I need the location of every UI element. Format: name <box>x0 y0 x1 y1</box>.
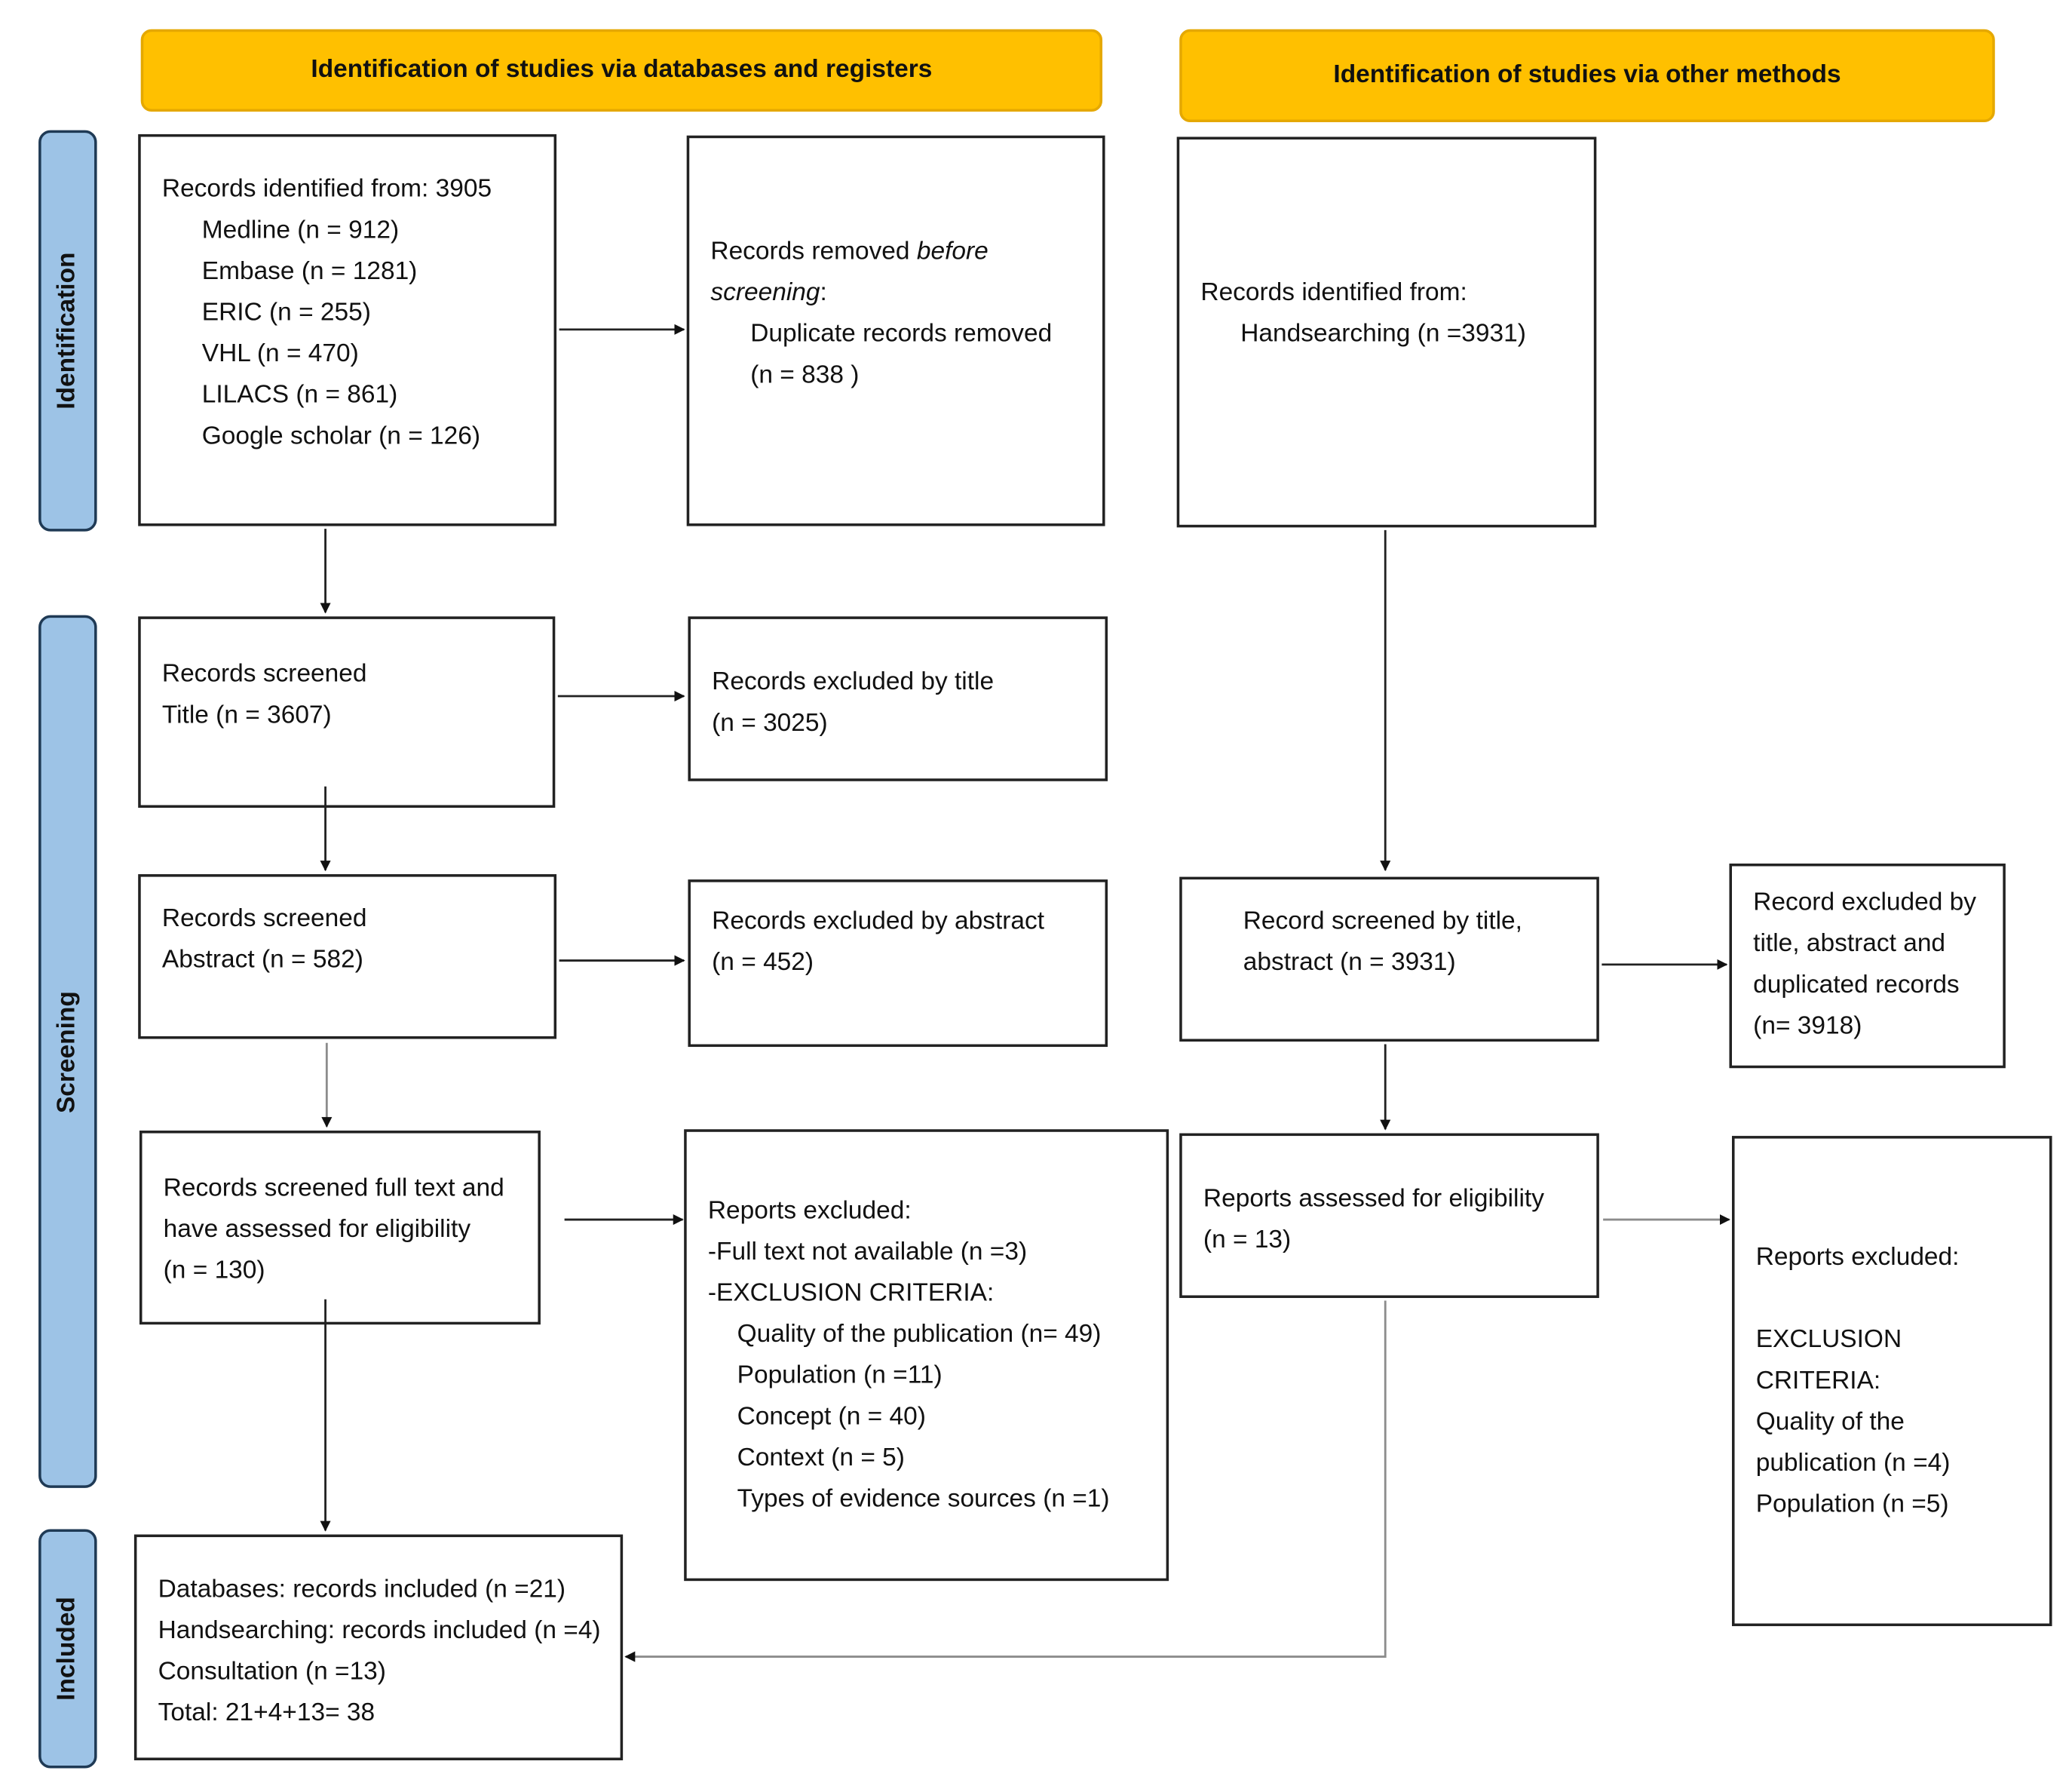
header-databases-label: Identification of studies via databases … <box>311 55 933 84</box>
screened-abstract-box: Records screened Abstract (n = 582) <box>138 874 557 1039</box>
header-other-methods: Identification of studies via other meth… <box>1179 29 1995 123</box>
fulltext-line-2: have assessed for eligibility <box>163 1215 471 1244</box>
screened-other-count: abstract (n = 3931) <box>1243 948 1456 977</box>
exclusion-criteria-label: -EXCLUSION CRITERIA: <box>707 1279 995 1308</box>
stage-screening: Screening <box>38 615 97 1488</box>
excluded-abstract-label: Records excluded by abstract <box>712 907 1045 936</box>
screened-abstract-count: Abstract (n = 582) <box>161 946 363 974</box>
source-google-scholar: Google scholar (n = 126) <box>201 422 481 451</box>
exclusion-context: Context (n = 5) <box>737 1444 905 1472</box>
reports-excluded-other-line-5: Population (n =5) <box>1755 1490 1949 1519</box>
included-consultation: Consultation (n =13) <box>158 1658 386 1686</box>
fulltext-count: (n = 130) <box>163 1257 265 1285</box>
records-removed-screening: screening <box>710 278 820 307</box>
duplicate-records-count: (n = 838 ) <box>750 361 860 390</box>
exclusion-evidence-types: Types of evidence sources (n =1) <box>737 1485 1110 1514</box>
reports-excluded-other-line-4: publication (n =4) <box>1755 1449 1951 1477</box>
included-databases: Databases: records included (n =21) <box>158 1576 566 1604</box>
screened-other-label: Record screened by title, <box>1243 907 1522 936</box>
records-removed-colon: : <box>820 278 827 307</box>
reports-excluded-box: Reports excluded: -Full text not availab… <box>684 1129 1169 1582</box>
reports-assessed-other-label: Reports assessed for eligibility <box>1203 1185 1544 1214</box>
excluded-title-count: (n = 3025) <box>712 709 828 738</box>
stage-included: Included <box>38 1529 97 1769</box>
source-lilacs: LILACS (n = 861) <box>201 381 398 410</box>
excluded-abstract-count: (n = 452) <box>712 948 814 977</box>
header-databases: Identification of studies via databases … <box>140 29 1103 112</box>
header-other-methods-label: Identification of studies via other meth… <box>1333 61 1841 90</box>
full-text-not-available: -Full text not available (n =3) <box>707 1238 1028 1266</box>
included-handsearching: Handsearching: records included (n =4) <box>158 1616 601 1645</box>
records-identified-other-title: Records identified from: <box>1200 278 1467 307</box>
excluded-other-box: Record excluded by title, abstract and d… <box>1729 863 2006 1069</box>
excluded-abstract-box: Records excluded by abstract (n = 452) <box>688 879 1108 1048</box>
source-medline: Medline (n = 912) <box>201 216 400 245</box>
records-identified-title: Records identified from: 3905 <box>161 175 492 204</box>
screened-title-label: Records screened <box>161 660 367 689</box>
screened-abstract-label: Records screened <box>161 904 367 933</box>
excluded-title-box: Records excluded by title (n = 3025) <box>688 616 1108 781</box>
excluded-other-count: (n= 3918) <box>1753 1012 1862 1041</box>
screened-title-count: Title (n = 3607) <box>161 701 332 730</box>
stage-identification: Identification <box>38 130 97 532</box>
source-eric: ERIC (n = 255) <box>201 299 371 327</box>
reports-excluded-other-line-3: Quality of the <box>1755 1408 1905 1437</box>
excluded-other-line-2: title, abstract and <box>1753 930 1946 959</box>
screened-title-box: Records screened Title (n = 3607) <box>138 616 556 808</box>
reports-excluded-other-line-1: EXCLUSION <box>1755 1325 1902 1354</box>
arrow-other-assessed-to-included <box>624 1300 1387 1662</box>
fulltext-line-1: Records screened full text and <box>163 1174 504 1203</box>
records-removed-before: before <box>916 238 988 266</box>
excluded-title-label: Records excluded by title <box>712 668 995 697</box>
screened-other-box: Record screened by title, abstract (n = … <box>1179 876 1599 1042</box>
included-box: Databases: records included (n =21) Hand… <box>133 1534 624 1760</box>
reports-excluded-other-box: Reports excluded: EXCLUSION CRITERIA: Qu… <box>1731 1136 2052 1627</box>
records-removed-title: Records removed before <box>710 232 1080 273</box>
records-removed-title-text: Records removed <box>710 238 917 266</box>
included-total: Total: 21+4+13= 38 <box>158 1698 375 1727</box>
records-identified-box: Records identified from: 3905 Medline (n… <box>138 133 557 526</box>
fulltext-box: Records screened full text and have asse… <box>139 1131 541 1325</box>
reports-excluded-title: Reports excluded: <box>707 1197 912 1226</box>
reports-assessed-other-count: (n = 13) <box>1203 1226 1292 1254</box>
source-vhl: VHL (n = 470) <box>201 339 359 368</box>
exclusion-quality: Quality of the publication (n= 49) <box>737 1320 1102 1349</box>
records-identified-other-box: Records identified from: Handsearching (… <box>1176 137 1597 528</box>
exclusion-concept: Concept (n = 40) <box>737 1403 926 1431</box>
reports-assessed-other-box: Reports assessed for eligibility (n = 13… <box>1179 1133 1599 1298</box>
records-removed-title-2: screening: <box>710 272 1080 314</box>
exclusion-population: Population (n =11) <box>737 1361 943 1390</box>
excluded-other-line-3: duplicated records <box>1753 971 1960 999</box>
duplicate-records-label: Duplicate records removed <box>750 320 1053 348</box>
source-embase: Embase (n = 1281) <box>201 257 418 286</box>
records-removed-box: Records removed before screening: Duplic… <box>686 135 1105 526</box>
handsearching-count: Handsearching (n =3931) <box>1240 320 1526 348</box>
reports-excluded-other-title: Reports excluded: <box>1755 1243 1960 1272</box>
reports-excluded-other-line-2: CRITERIA: <box>1755 1367 1881 1395</box>
excluded-other-line-1: Record excluded by <box>1753 888 1977 917</box>
